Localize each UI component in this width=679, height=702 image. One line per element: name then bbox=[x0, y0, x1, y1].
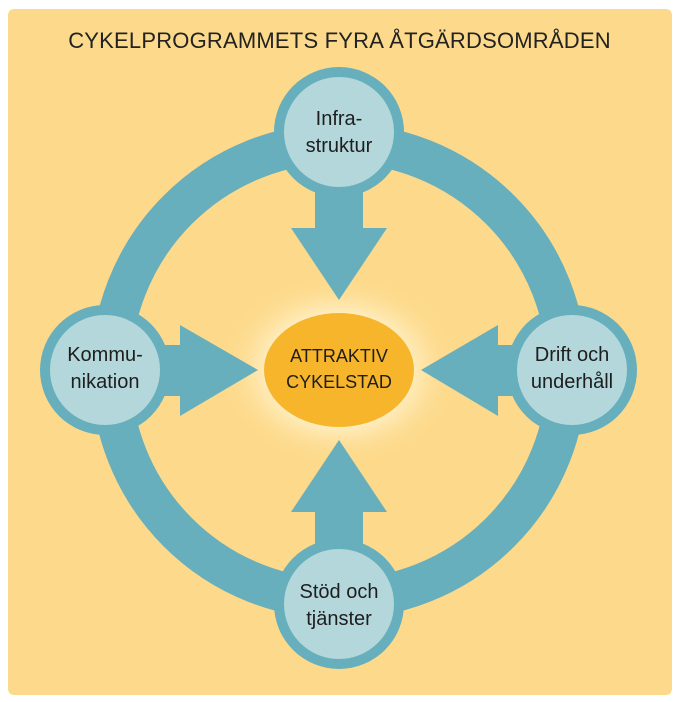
diagram-title: CYKELPROGRAMMETS FYRA ÅTGÄRDSOMRÅDEN bbox=[68, 28, 611, 53]
node-drift-och-underhall: Drift och underhåll bbox=[507, 305, 637, 435]
node-kommunikation-line1: Kommu- bbox=[67, 344, 143, 366]
node-drift-line1: Drift och bbox=[535, 344, 609, 366]
arrow-from-bottom bbox=[291, 440, 387, 555]
arrow-from-right bbox=[421, 325, 528, 416]
node-stod-line1: Stöd och bbox=[300, 581, 379, 603]
node-infrastruktur-line1: Infra- bbox=[316, 108, 363, 130]
center-label-line1: ATTRAKTIV bbox=[290, 346, 388, 366]
center-ellipse bbox=[264, 313, 414, 427]
node-kommunikation: Kommu- nikation bbox=[40, 305, 170, 435]
node-drift-line2: underhåll bbox=[531, 371, 613, 393]
node-stod-och-tjanster: Stöd och tjänster bbox=[274, 539, 404, 669]
node-kommunikation-line2: nikation bbox=[71, 371, 140, 393]
center-label-line2: CYKELSTAD bbox=[286, 372, 392, 392]
arrow-from-left bbox=[150, 325, 258, 416]
arrow-from-top bbox=[291, 190, 387, 300]
node-infrastruktur-line2: struktur bbox=[306, 135, 373, 157]
node-stod-line2: tjänster bbox=[306, 608, 372, 630]
node-infrastruktur: Infra- struktur bbox=[274, 67, 404, 197]
